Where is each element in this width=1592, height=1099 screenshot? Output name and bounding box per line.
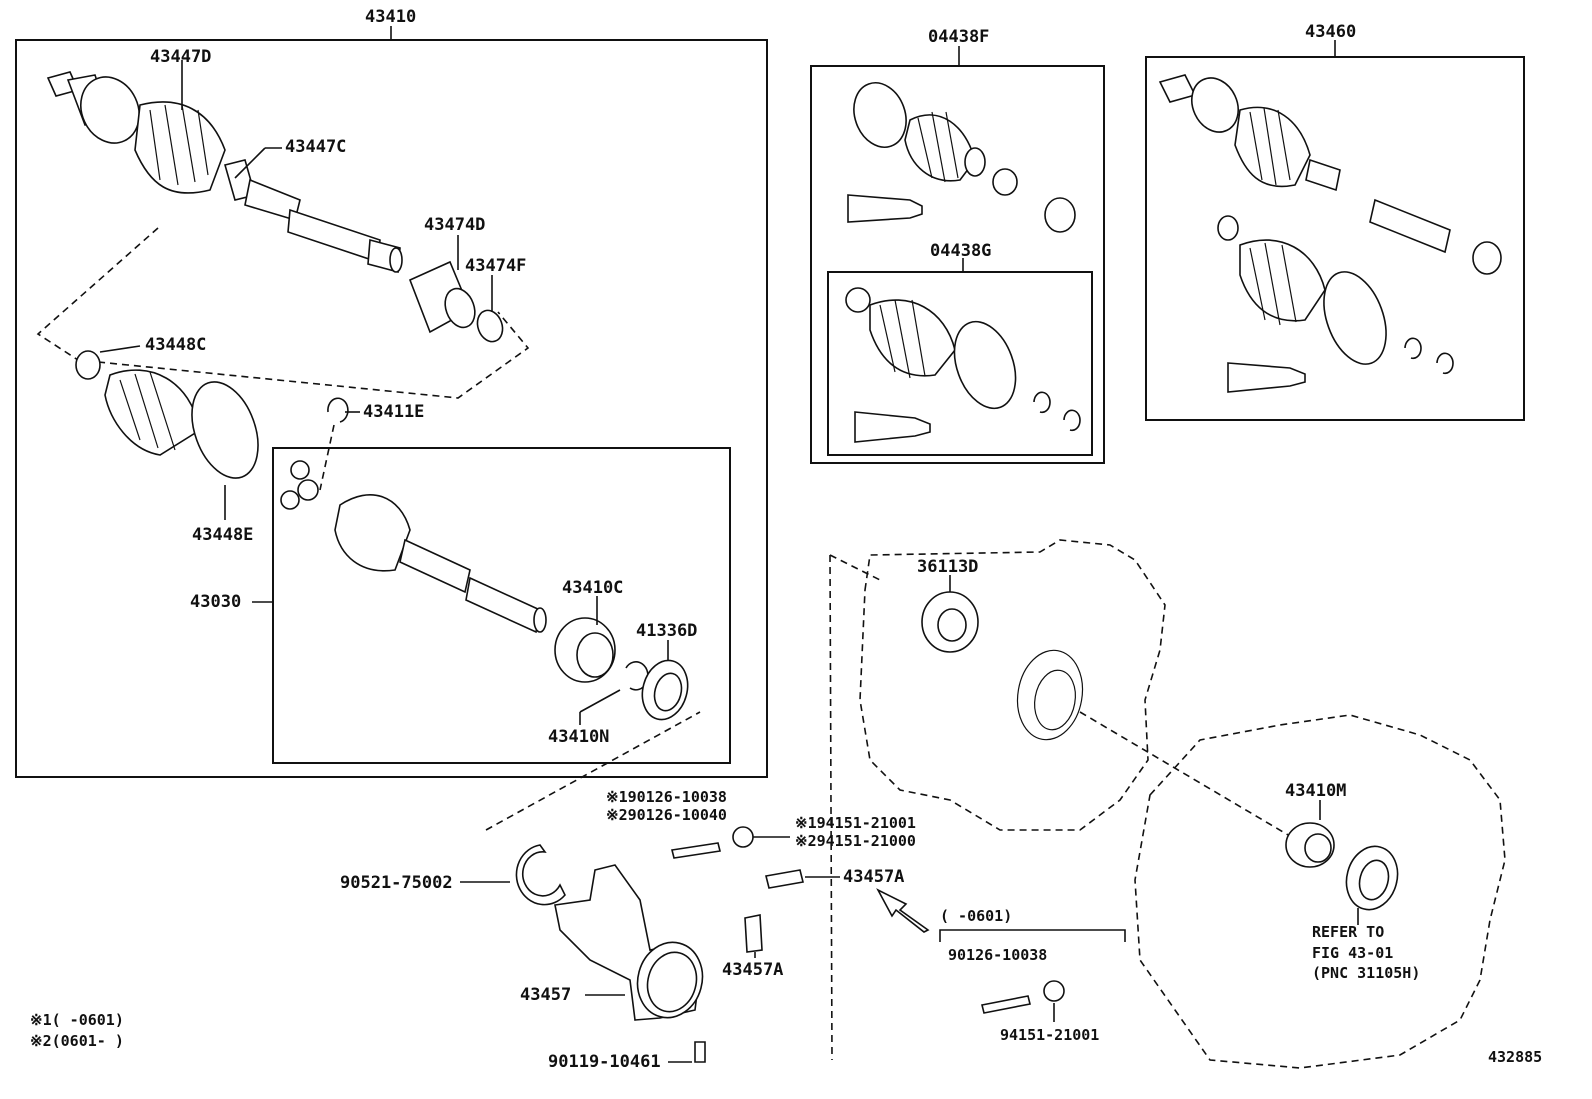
- note-1: ※1( -0601): [30, 1011, 124, 1029]
- label-04438F: 04438F: [928, 27, 989, 47]
- bolt-43457A-2: [744, 914, 763, 953]
- case-outline-2: [1134, 714, 1506, 1069]
- label-43457A-2: 43457A: [722, 960, 783, 980]
- label-bolt-1: ※190126-10038: [606, 788, 727, 806]
- nut-94151: [732, 826, 754, 848]
- label-43410M: 43410M: [1285, 781, 1346, 801]
- label-43411E: 43411E: [363, 402, 424, 422]
- label-43460: 43460: [1305, 22, 1356, 42]
- clamp-43448C: [75, 350, 101, 380]
- bolt-43457A-1: [765, 869, 804, 889]
- stud-90126: [671, 842, 721, 859]
- bolt-90119: [694, 1041, 706, 1063]
- label-94151-21001: 94151-21001: [1000, 1026, 1099, 1044]
- inner-race-43474D: [408, 260, 504, 343]
- band-43448E: [191, 381, 259, 479]
- label-43410: 43410: [365, 7, 416, 27]
- snap-ring-43411E: [327, 397, 349, 423]
- note-2: ※2(0601- ): [30, 1032, 124, 1050]
- label-nut-1: ※194151-21001: [795, 814, 916, 832]
- label-43457A-1: 43457A: [843, 867, 904, 887]
- refer-line-1: REFER TO: [1312, 923, 1384, 941]
- label-90521-75002: 90521-75002: [340, 873, 453, 893]
- label-nut-2: ※294151-21000: [795, 832, 916, 850]
- label-90119-10461: 90119-10461: [548, 1052, 661, 1072]
- boot-outer: [104, 369, 201, 456]
- shaft-43460: [1158, 74, 1502, 275]
- kit-box-04438F: [810, 65, 1105, 464]
- refer-line-3: (PNC 31105H): [1312, 964, 1420, 982]
- label-43030: 43030: [190, 592, 241, 612]
- label-43447C: 43447C: [285, 137, 346, 157]
- label-43448E: 43448E: [192, 525, 253, 545]
- label-43410C: 43410C: [562, 578, 623, 598]
- label-43474F: 43474F: [465, 256, 526, 276]
- label-04438G: 04438G: [930, 241, 991, 261]
- figure-number: 432885: [1488, 1048, 1542, 1066]
- snap-ring-90521: [515, 844, 566, 906]
- kit-box-04438G: [827, 271, 1093, 456]
- transaxle-case-outline: [859, 539, 1166, 831]
- assembly-box-43030: [272, 447, 731, 764]
- outer-cv-joint-shaft: [46, 71, 403, 274]
- label-43448C: 43448C: [145, 335, 206, 355]
- label-range: ( -0601): [940, 907, 1012, 925]
- label-36113D: 36113D: [917, 557, 978, 577]
- label-41336D: 41336D: [636, 621, 697, 641]
- label-43410N: 43410N: [548, 727, 609, 747]
- label-bolt-2: ※290126-10040: [606, 806, 727, 824]
- inner-cv-joint-shaft: [280, 460, 547, 634]
- label-90126-10038: 90126-10038: [948, 946, 1047, 964]
- label-43474D: 43474D: [424, 215, 485, 235]
- arrow-icon: [876, 888, 930, 933]
- snap-ring-43410N: [625, 661, 649, 691]
- label-43457: 43457: [520, 985, 571, 1005]
- label-43447D: 43447D: [150, 47, 211, 67]
- refer-line-2: FIG 43-01: [1312, 944, 1393, 962]
